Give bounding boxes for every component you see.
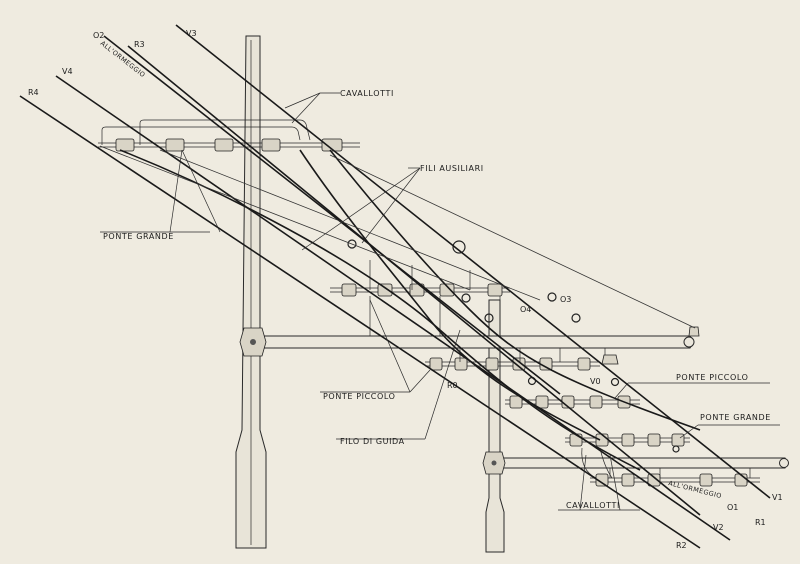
lower-cross-span	[425, 357, 600, 371]
wire-v3-v1	[175, 24, 771, 499]
wire-label-o2: O2	[93, 31, 104, 40]
middle-cross-span	[330, 260, 510, 297]
wire-crossing-3	[329, 149, 701, 431]
wire-crossing-2	[299, 149, 601, 441]
wire-label-v0: V0	[590, 377, 601, 386]
wire-label-r3: R3	[134, 40, 145, 49]
right-bracket-arm	[482, 451, 789, 475]
droppers	[369, 296, 751, 478]
wire-label-o4: O4	[520, 305, 531, 314]
wire-label-v3: V3	[186, 29, 197, 38]
wire-r3-r1	[127, 45, 701, 516]
label-ponte-piccolo-left: PONTE PICCOLO	[323, 392, 396, 401]
wire-label-v1: V1	[772, 493, 783, 502]
lower-cross-span-2	[505, 395, 640, 409]
wire-crossing-1	[119, 149, 641, 471]
top-cross-span	[98, 119, 360, 152]
wire-label-o3: O3	[560, 295, 571, 304]
label-cavallotti-top: CAVALLOTTI	[340, 89, 394, 98]
wire-v4-v2	[55, 75, 731, 541]
wire-label-o1: O1	[727, 503, 738, 512]
wire-label-r4: R4	[28, 88, 39, 97]
label-ponte-grande-left: PONTE GRANDE	[103, 232, 174, 241]
label-ponte-grande-right: PONTE GRANDE	[700, 413, 771, 422]
wire-label-v2: V2	[713, 523, 724, 532]
contact-wires	[19, 24, 771, 549]
bottom-cross-span	[581, 447, 760, 487]
label-filo-di-guida: FILO DI GUIDA	[340, 437, 405, 446]
label-cavallotti-bottom: CAVALLOTTI	[566, 501, 620, 510]
left-bracket-arm	[239, 327, 695, 357]
wire-r4-r2	[19, 95, 701, 549]
wire-label-v4: V4	[62, 67, 73, 76]
left-pole	[235, 35, 267, 549]
label-fili-ausiliari: FILI AUSILIARI	[420, 164, 484, 173]
label-ponte-piccolo-right: PONTE PICCOLO	[676, 373, 749, 382]
wire-o2-o1	[103, 35, 561, 395]
wire-label-r0: R0	[447, 381, 458, 390]
wire-label-r1: R1	[755, 518, 766, 527]
auxiliary-wires	[99, 145, 696, 329]
leader-lines	[100, 92, 780, 511]
wire-label-r2: R2	[676, 541, 687, 550]
